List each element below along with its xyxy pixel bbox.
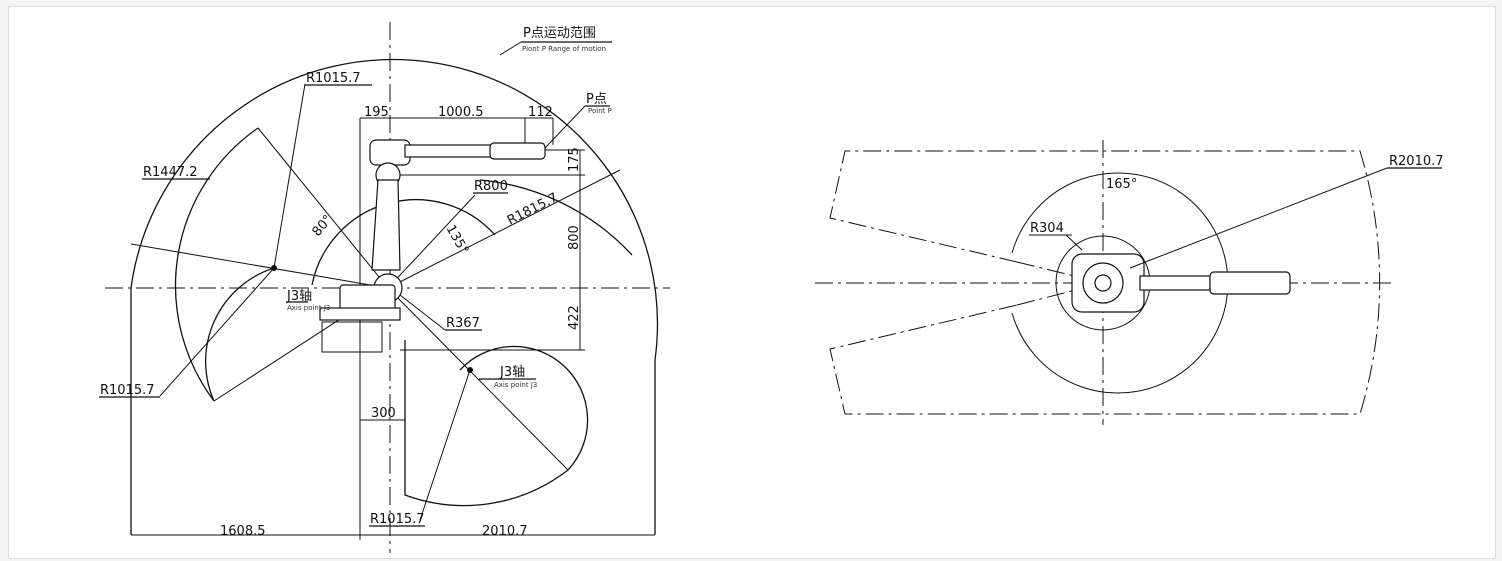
- dim-2010: 2010.7: [482, 524, 528, 539]
- arc-r1447: [174, 127, 259, 402]
- leader-r1015-top: [273, 83, 306, 269]
- dim-800: 800: [567, 225, 582, 250]
- dim-1000: 1000.5: [438, 105, 484, 120]
- r304-leader: [1065, 234, 1083, 251]
- radial-line-4: [387, 287, 569, 471]
- dim-112: 112: [528, 105, 553, 120]
- robot-arm-side: [319, 139, 546, 353]
- dim-175: 175: [567, 147, 582, 172]
- point-p-range-subtitle: Piont P Range of motion: [522, 45, 606, 53]
- outer-envelope: [829, 150, 1381, 415]
- angle-165: 165°: [1106, 177, 1137, 192]
- title-leader: [499, 41, 522, 56]
- arc-r1815: [479, 179, 633, 256]
- point-p-leader: [544, 105, 586, 149]
- point-p-sub: Point P: [588, 107, 612, 115]
- point-p-range-title: P点运动范围: [523, 26, 596, 41]
- angle-80: 80°: [310, 212, 336, 239]
- dim-1608: 1608.5: [220, 524, 266, 539]
- radius-r1015-left: R1015.7: [100, 383, 155, 398]
- robot-arm-top: [1071, 253, 1291, 313]
- side-view: P点运动范围 Piont P Range of motion P点 Point …: [99, 22, 670, 553]
- radius-r1015-bottom: R1015.7: [370, 512, 425, 527]
- j3-label-right: J3轴: [499, 365, 525, 380]
- radius-r800: R800: [474, 179, 508, 194]
- leader-r2010: [1129, 167, 1388, 269]
- lower-boundary: [404, 340, 569, 507]
- dim-422: 422: [567, 305, 582, 330]
- radius-r304: R304: [1030, 221, 1064, 236]
- leader-r1015-bottom: [419, 369, 471, 521]
- radius-r1015-top: R1015.7: [306, 71, 361, 86]
- radius-r2010: R2010.7: [1389, 154, 1444, 169]
- radial-line-1: [130, 243, 389, 289]
- radius-r1447: R1447.2: [143, 165, 198, 180]
- dim-300: 300: [371, 406, 396, 421]
- point-p-label: P点: [586, 92, 607, 107]
- j3-point-right: [467, 367, 473, 373]
- arc-r1015-bottom: [459, 345, 589, 471]
- angle-135: 135°: [443, 223, 472, 258]
- radius-r1815: R1815.7: [505, 190, 560, 228]
- radius-r367: R367: [446, 316, 480, 331]
- radial-line-r800: [387, 194, 476, 289]
- j3-point-left: [271, 265, 277, 271]
- r367-leader: [399, 294, 446, 331]
- leader-r1015-left: [159, 267, 275, 397]
- radial-line-2: [257, 127, 389, 289]
- dim-195: 195: [364, 105, 389, 120]
- j3-label-left: J3轴: [286, 289, 312, 304]
- outer-range-arc: [130, 58, 659, 535]
- j3-right-sub: Axis point J3: [494, 381, 537, 389]
- j3-left-sub: Axis point J3: [287, 304, 330, 312]
- radial-line-r1815: [387, 169, 621, 289]
- top-view: R2010.7 R304 165°: [815, 140, 1444, 425]
- arc-r1015-left: [204, 267, 275, 402]
